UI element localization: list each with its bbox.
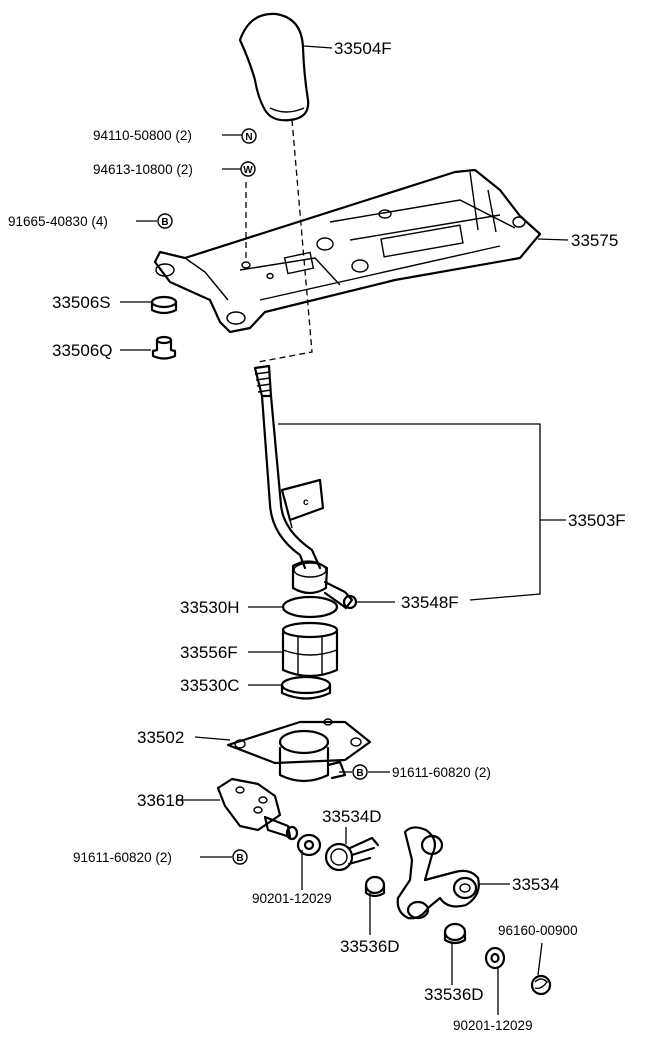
label-33530c: 33530C <box>180 676 240 695</box>
clip-96160 <box>530 974 552 996</box>
label-90201-12029-right: 90201-12029 <box>453 1018 533 1033</box>
knob-axis-line <box>257 119 313 363</box>
marker-b-top-letter: B <box>161 217 168 228</box>
label-33534d: 33534D <box>322 807 382 826</box>
svg-text:c: c <box>303 497 309 508</box>
label-91665-40830: 91665-40830 (4) <box>8 214 108 229</box>
bush-33536d-right <box>443 922 467 945</box>
marker-n-letter: N <box>245 132 252 143</box>
bushing-33506q <box>151 335 177 360</box>
label-33618: 33618 <box>137 791 184 810</box>
label-33536d-left: 33536D <box>340 937 400 956</box>
label-33575: 33575 <box>571 231 618 250</box>
ring-33530h <box>281 595 339 619</box>
label-33502: 33502 <box>137 728 184 747</box>
label-33506q: 33506Q <box>52 341 113 360</box>
label-33556f: 33556F <box>180 643 238 662</box>
shift-lever: c <box>253 364 358 610</box>
bush-33536d-left <box>364 875 386 898</box>
marker-w-letter: W <box>243 165 253 176</box>
marker-b-right-letter: B <box>356 768 363 779</box>
link-33534 <box>396 826 480 920</box>
label-33506s: 33506S <box>52 293 111 312</box>
seat-33556f <box>281 621 339 678</box>
label-33536d-right: 33536D <box>424 985 484 1004</box>
label-94110-50800: 94110-50800 (2) <box>93 128 192 143</box>
shift-knob <box>238 12 310 122</box>
marker-b-left: B <box>232 849 248 865</box>
label-33504f: 33504F <box>334 39 392 58</box>
marker-n: N <box>241 128 257 144</box>
label-90201-12029-left: 90201-12029 <box>252 891 332 906</box>
spring-33534d <box>324 836 380 872</box>
label-33548f: 33548F <box>401 593 459 612</box>
shift-plate <box>153 168 542 334</box>
ring-33530c <box>280 675 332 700</box>
washer-90201-left <box>296 833 322 857</box>
label-91611-60820-right: 91611-60820 (2) <box>392 765 491 780</box>
bracket-33618 <box>216 777 299 841</box>
label-91611-60820-left: 91611-60820 (2) <box>73 850 172 865</box>
label-96160-00900: 96160-00900 <box>498 923 578 938</box>
retainer-33502 <box>226 718 372 783</box>
label-33530h: 33530H <box>180 598 240 617</box>
leader-lines <box>120 45 569 1015</box>
label-94613-10800: 94613-10800 (2) <box>93 162 193 177</box>
marker-b-left-letter: B <box>236 853 243 864</box>
label-33534: 33534 <box>512 875 559 894</box>
marker-b-top: B <box>157 213 173 229</box>
bushing-33506s <box>150 295 178 315</box>
marker-b-right: B <box>352 764 368 780</box>
marker-w: W <box>240 161 256 177</box>
washer-90201-right <box>484 946 506 970</box>
label-33503f: 33503F <box>568 511 626 530</box>
